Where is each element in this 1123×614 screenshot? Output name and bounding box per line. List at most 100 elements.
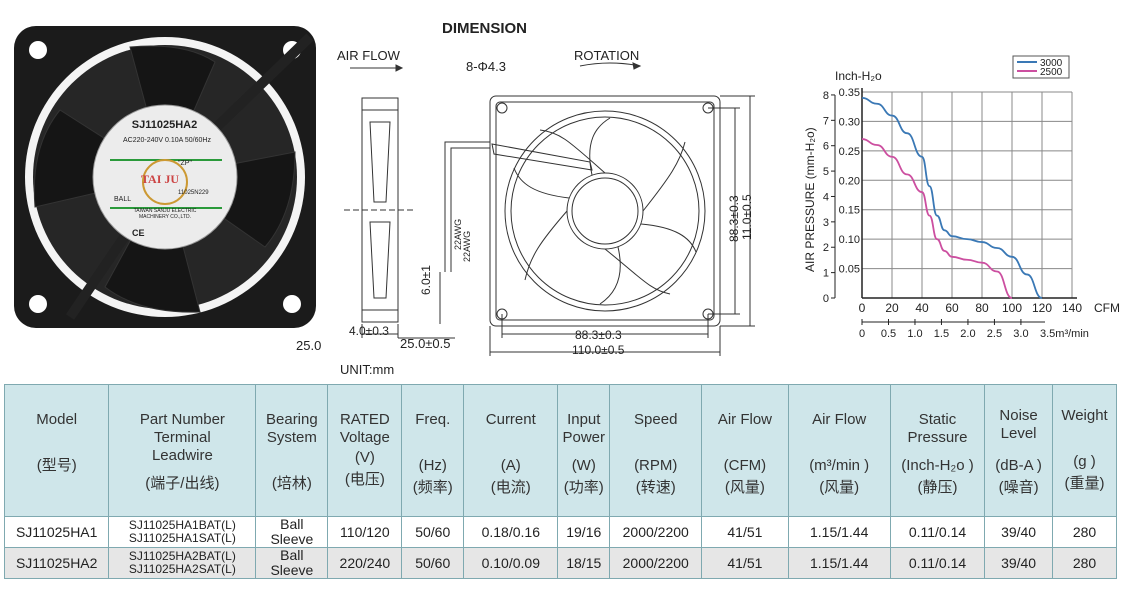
x-tick-cfm: 0 — [859, 301, 866, 315]
y-axis-label: AIR PRESSURE (mm-H₂o) — [803, 127, 817, 272]
y-tick-inch: 0.15 — [839, 205, 860, 217]
cell-speed: 2000/2200 — [609, 547, 703, 579]
cell-airflow-cfm: 41/51 — [701, 516, 789, 548]
col-airflow-cfm: Air Flow(CFM)(风量) — [701, 384, 789, 517]
col-speed: Speed(RPM)(转速) — [609, 384, 703, 517]
fan-label-code: 11025N229 — [178, 190, 209, 196]
awg-label-2: 22AWG — [462, 230, 472, 262]
y-tick-mm: 4 — [823, 191, 829, 203]
cell-freq: 50/60 — [401, 516, 465, 548]
x-tick-cfm: 120 — [1032, 301, 1052, 315]
col-airflow-m3: Air Flow(m³/min )(风量) — [787, 384, 891, 517]
cell-power: 19/16 — [557, 516, 611, 548]
x-tick-cfm: 100 — [1002, 301, 1022, 315]
y-tick-inch: 0.10 — [839, 234, 860, 246]
cell-voltage: 220/240 — [327, 547, 403, 579]
cell-model: SJ11025HA2 — [3, 547, 110, 579]
y-tick-mm: 8 — [823, 90, 829, 102]
col-static-pressure: Static Pressure(Inch-H₂o )(静压) — [889, 384, 986, 517]
cell-freq: 50/60 — [401, 547, 465, 579]
dimension-title: DIMENSION — [442, 20, 528, 37]
y-tick-mm: 3 — [823, 217, 829, 229]
y-tick-inch: 0.20 — [839, 175, 860, 187]
fan-label-rating: AC220-240V 0.10A 50/60Hz — [123, 137, 211, 144]
wire-height-label: 6.0±1 — [419, 265, 433, 295]
x-tick-m3: 0 — [859, 328, 865, 340]
y-tick-inch: 0.05 — [839, 264, 860, 276]
holes-label: 8-Φ4.3 — [466, 59, 507, 74]
x-tick-cfm: 40 — [915, 301, 929, 315]
x-tick-m3: 2.5 — [987, 328, 1002, 340]
cell-weight: 280 — [1052, 516, 1117, 548]
y-tick-mm: 6 — [823, 141, 829, 153]
col-part-number: Part Number Terminal Leadwire(端子/出线) — [108, 384, 257, 517]
col-bearing: Bearing System(培林) — [255, 384, 329, 517]
y-tick-inch: 0.35 — [839, 87, 860, 99]
y-tick-mm: 0 — [823, 293, 829, 305]
hole-span-v-label: 88.3±0.3 — [727, 195, 741, 242]
table-row: SJ11025HA1 SJ11025HA1BAT(L)SJ11025HA1SAT… — [3, 516, 1117, 548]
cell-weight: 280 — [1052, 547, 1117, 579]
x-tick-cfm: 80 — [975, 301, 989, 315]
x-tick-cfm: 20 — [885, 301, 899, 315]
series-line-2500 — [861, 138, 1013, 299]
y-axis-title: Inch-H₂o — [835, 69, 882, 83]
outer-v-label: 11.0±0.5 — [740, 194, 754, 240]
x-tick-cfm: 60 — [945, 301, 959, 315]
series-line-3000 — [861, 96, 1043, 299]
y-tick-mm: 7 — [823, 115, 829, 127]
x-tick-cfm: 140 — [1062, 301, 1082, 315]
col-weight: Weight(g )(重量) — [1052, 384, 1117, 517]
fan-label-bearing: BALL — [114, 196, 132, 203]
fan-photo — [14, 26, 316, 328]
table-header-row: Model(型号) Part Number Terminal Leadwire(… — [3, 384, 1117, 517]
cell-noise: 39/40 — [984, 547, 1054, 579]
cell-airflow-cfm: 41/51 — [701, 547, 789, 579]
x-tick-m3: 1.5 — [934, 328, 949, 340]
hole-span-h-label: 88.3±0.3 — [575, 328, 622, 342]
cell-part-number: SJ11025HA1BAT(L)SJ11025HA1SAT(L) — [108, 516, 257, 548]
cell-airflow-m3: 1.15/1.44 — [787, 547, 891, 579]
y-tick-inch: 0.25 — [839, 146, 860, 158]
cell-part-number: SJ11025HA2BAT(L)SJ11025HA2SAT(L) — [108, 547, 257, 579]
side-depth-label: 25.0±0.5 — [400, 336, 451, 351]
x-tick-m3: 1.0 — [907, 328, 922, 340]
rotation-label: ROTATION — [574, 48, 640, 63]
fan-depth-label: 25.0 — [296, 338, 322, 353]
x-tick-m3: 0.5 — [881, 328, 896, 340]
col-voltage: RATED Voltage(V)(电压) — [327, 384, 403, 517]
fan-label-model: SJ11025HA2 — [131, 119, 198, 131]
cell-power: 18/15 — [557, 547, 611, 579]
dimension-drawing — [344, 62, 755, 356]
col-noise: Noise Level(dB-A )(噪音) — [984, 384, 1054, 517]
col-model: Model(型号) — [3, 384, 110, 517]
air-flow-label: AIR FLOW — [337, 48, 400, 63]
outer-h-label: 110.0±0.5 — [572, 343, 625, 357]
x-tick-m3: 3.0 — [1013, 328, 1028, 340]
y-tick-mm: 5 — [823, 166, 829, 178]
spec-table: Model(型号) Part Number Terminal Leadwire(… — [3, 384, 1117, 579]
ce-mark: CE — [132, 228, 145, 238]
legend-label-3000: 3000 — [1040, 58, 1063, 69]
side-width-label: 4.0±0.3 — [349, 324, 389, 338]
cell-pressure: 0.11/0.14 — [889, 547, 986, 579]
legend-label-2500: 2500 — [1040, 67, 1063, 78]
unit-label: UNIT:mm — [340, 362, 395, 377]
y-tick-inch: 0.30 — [839, 116, 860, 128]
y-tick-mm: 1 — [823, 268, 829, 280]
cell-airflow-m3: 1.15/1.44 — [787, 516, 891, 548]
cell-voltage: 110/120 — [327, 516, 403, 548]
col-power: Input Power(W)(功率) — [557, 384, 611, 517]
cell-model: SJ11025HA1 — [3, 516, 110, 548]
cell-speed: 2000/2200 — [609, 516, 703, 548]
col-freq: Freq.(Hz)(频率) — [401, 384, 465, 517]
cell-current: 0.18/0.16 — [463, 516, 559, 548]
fan-label-company: TAIWAN SANJU ELECTRIC MACHINERY CO.,LTD. — [133, 208, 197, 220]
cell-pressure: 0.11/0.14 — [889, 516, 986, 548]
col-current: Current(A)(电流) — [463, 384, 559, 517]
y-tick-mm: 2 — [823, 242, 829, 254]
fan-label-brand: TAI JU — [140, 172, 180, 186]
